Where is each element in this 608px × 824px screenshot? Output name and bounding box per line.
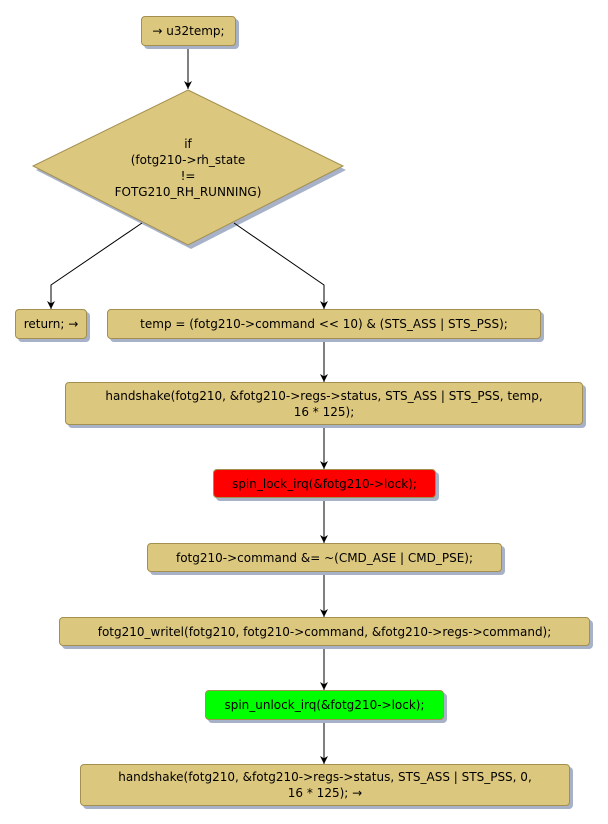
return-node: return; → <box>15 309 87 339</box>
spin-unlock-node: spin_unlock_irq(&fotg210->lock); <box>205 690 444 720</box>
decision-diamond <box>31 89 345 246</box>
start-node: → u32temp; <box>141 16 236 46</box>
edge-decision-to-return <box>47 222 143 309</box>
spin-lock-node: spin_lock_irq(&fotg210->lock); <box>213 469 436 498</box>
decision-label: if (fotg210->rh_state != FOTG210_RH_RUNN… <box>114 136 262 199</box>
temp-assign-node: temp = (fotg210->command << 10) & (STS_A… <box>107 309 541 339</box>
command-clear-node: fotg210->command &= ~(CMD_ASE | CMD_PSE)… <box>147 543 502 572</box>
writel-node: fotg210_writel(fotg210, fotg210->command… <box>59 617 590 646</box>
handshake-wait-node: handshake(fotg210, &fotg210->regs->statu… <box>65 382 583 425</box>
handshake-done-node: handshake(fotg210, &fotg210->regs->statu… <box>80 764 570 806</box>
edge-decision-to-temp <box>233 222 328 309</box>
